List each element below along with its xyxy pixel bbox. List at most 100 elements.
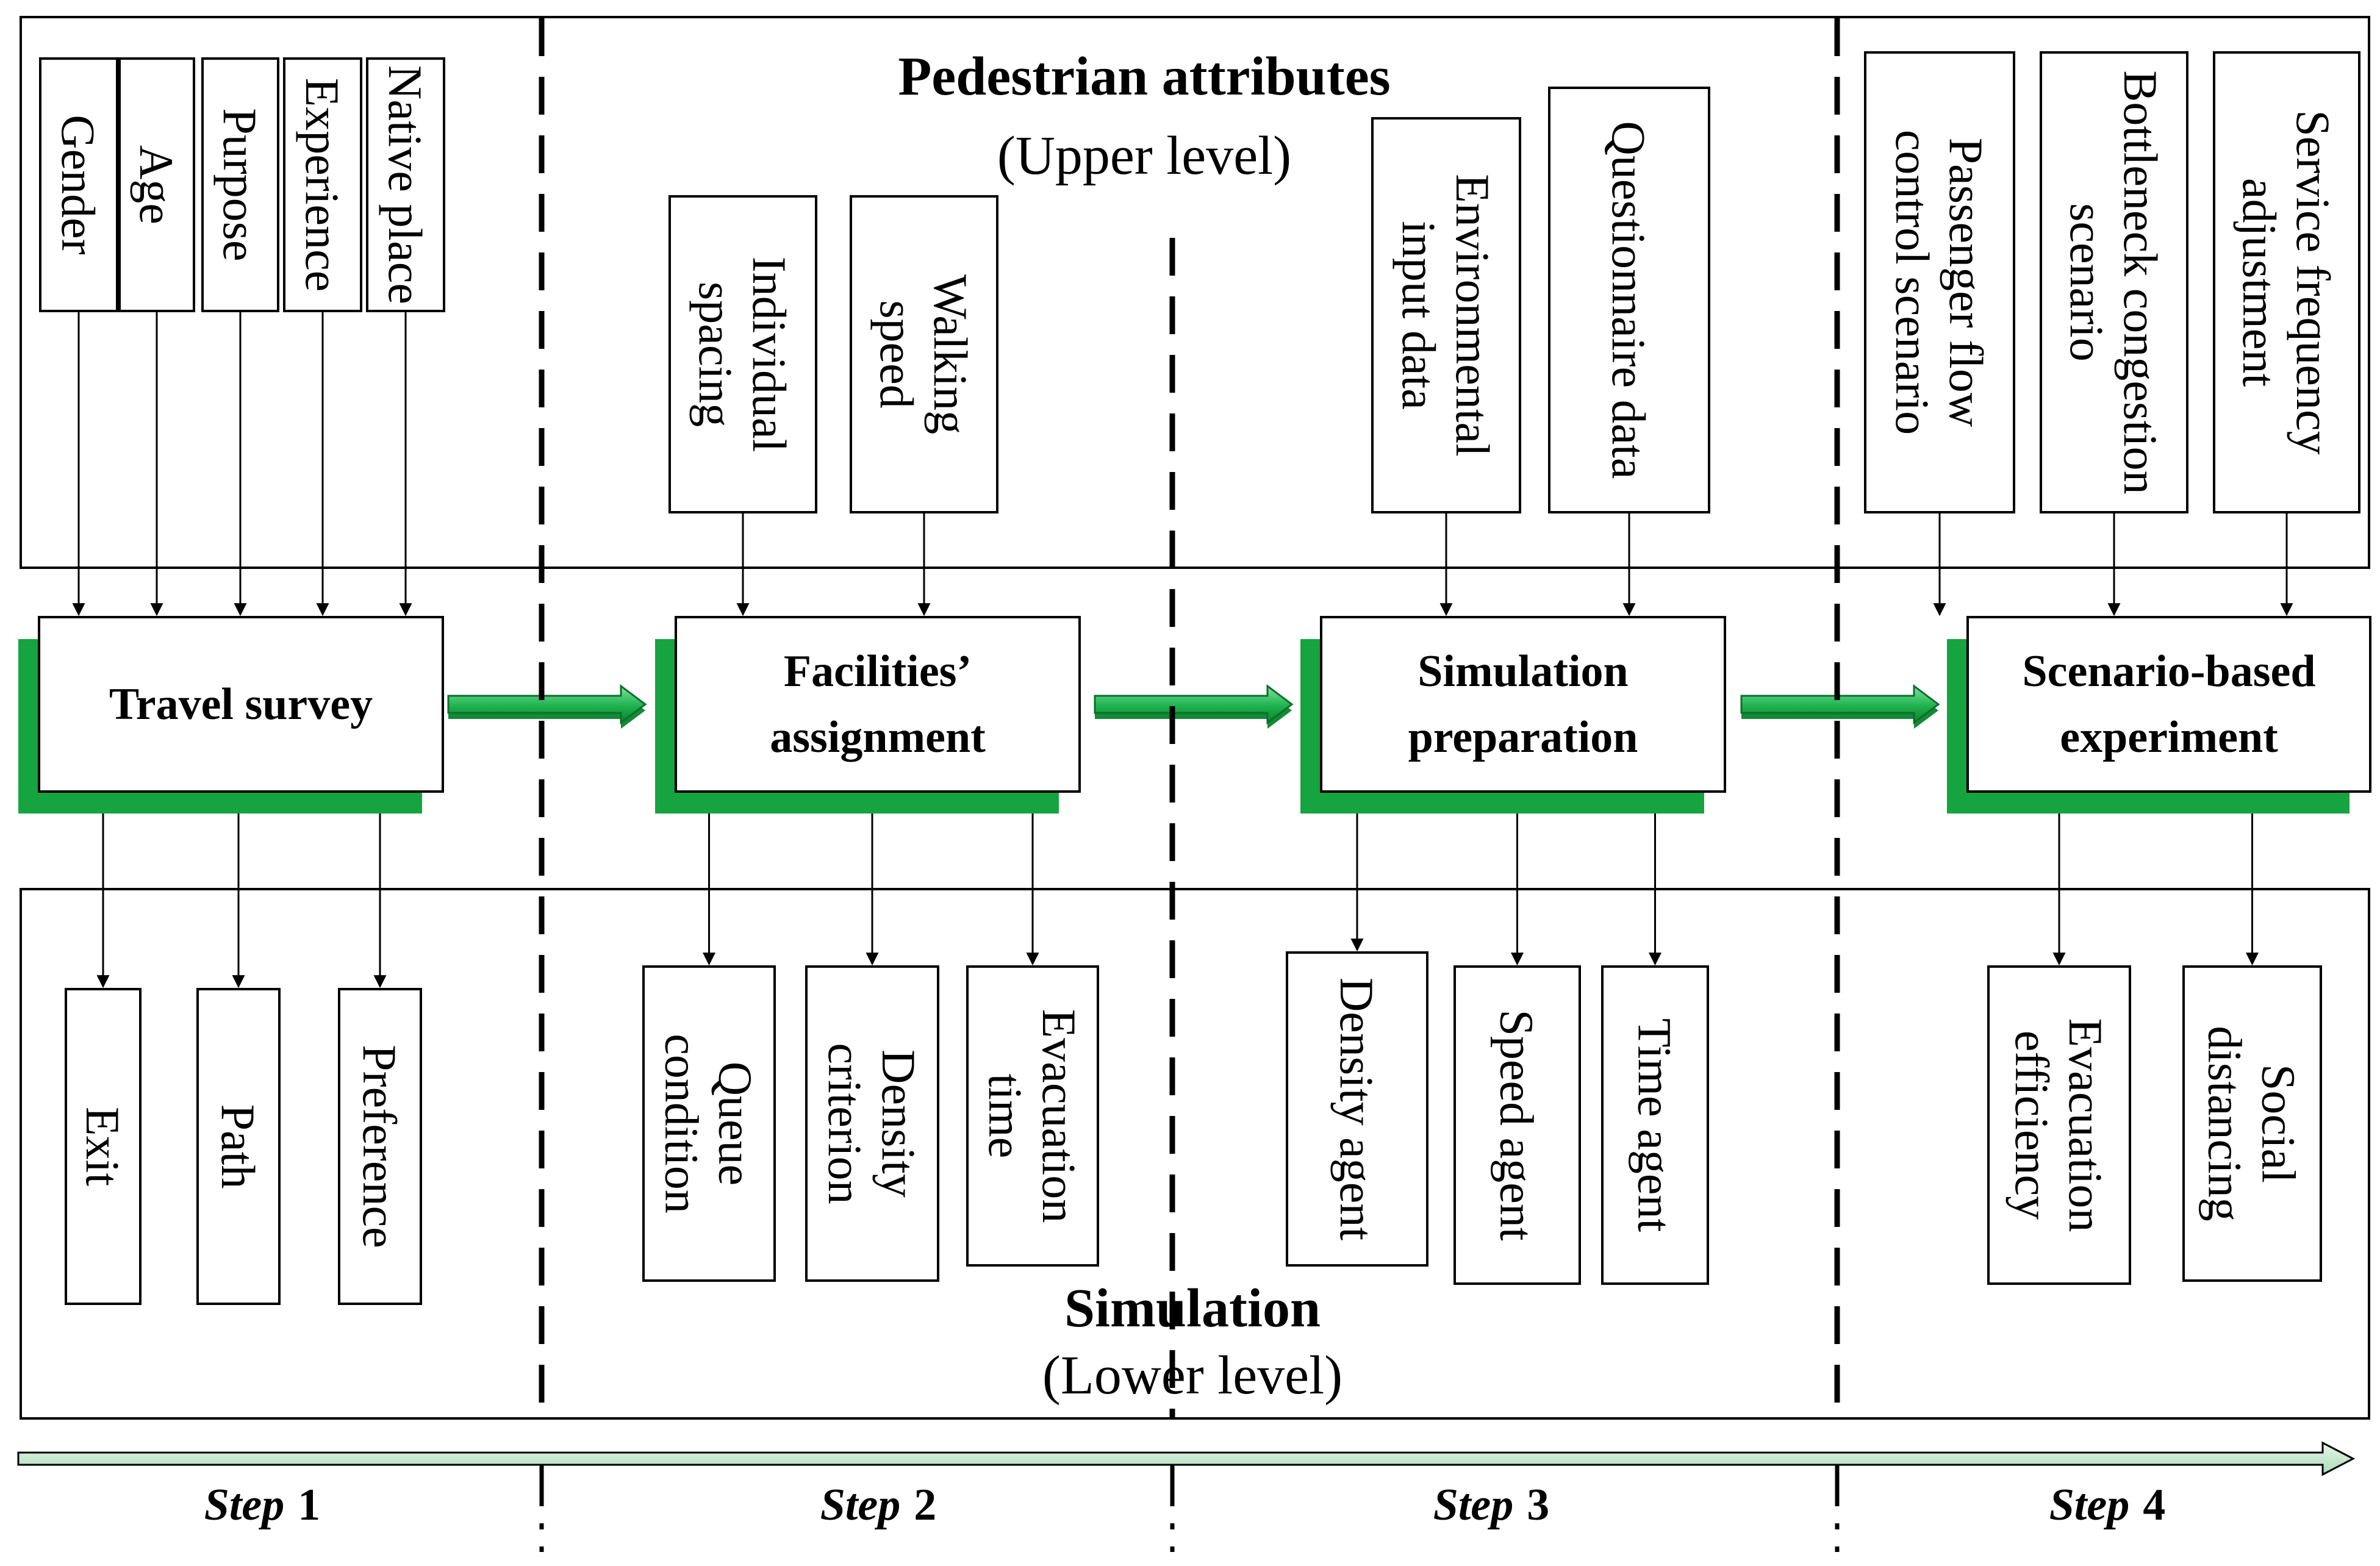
experience-label: Experience: [296, 78, 349, 292]
questionnaire-data-label: Questionnaire data: [1603, 121, 1656, 479]
evacuation-efficiency-label: Evacuationefficiency: [2006, 1018, 2113, 1232]
environmental-input-label-line: Environmental: [1447, 174, 1500, 457]
individual-spacing-box: Individualspacing: [668, 195, 817, 513]
step-4-word: Step: [2049, 1480, 2130, 1530]
individual-spacing-label-line: Individual: [744, 257, 797, 452]
density-criterion-label: Densitycriterion: [819, 1043, 926, 1204]
evacuation-time-box: Evacuationtime: [966, 965, 1099, 1267]
passenger-flow-label-line: Passenger flow: [1940, 138, 1993, 427]
bottleneck-congestion-label: Bottleneck congestionscenario: [2061, 70, 2168, 494]
path-box: Path: [196, 988, 281, 1305]
age-label-line: Age: [131, 145, 184, 224]
age-box: Age: [118, 57, 195, 312]
evacuation-efficiency-label-line: efficiency: [2006, 1031, 2059, 1220]
step-3-number: 3: [1527, 1480, 1549, 1530]
experience-box: Experience: [283, 57, 362, 312]
preference-label: Preference: [354, 1045, 407, 1248]
travel-survey-label: Travel survey: [109, 679, 373, 729]
bottleneck-congestion-label-line: Bottleneck congestion: [2115, 70, 2168, 494]
scenario-based-experiment-label: Scenario-based experiment: [2023, 646, 2316, 762]
exit-label-line: Exit: [77, 1107, 130, 1186]
evacuation-efficiency-box: Evacuationefficiency: [1987, 965, 2131, 1285]
facilities-assignment-label-line: Facilities’: [784, 646, 972, 696]
walking-speed-label-line: speed: [871, 300, 924, 409]
service-frequency-label-line: adjustment: [2234, 178, 2287, 387]
step-1-number: 1: [298, 1480, 320, 1530]
queue-condition-box: Queuecondition: [642, 965, 776, 1282]
path-label-line: Path: [212, 1104, 265, 1189]
social-distancing-label: Socialdistancing: [2199, 1026, 2306, 1221]
step-1-word: Step: [204, 1480, 285, 1530]
density-agent-box: Density agent: [1286, 951, 1428, 1267]
exit-box: Exit: [65, 988, 142, 1305]
scenario-based-experiment-label-line: experiment: [2060, 712, 2278, 762]
social-distancing-label-line: distancing: [2199, 1026, 2252, 1221]
speed-agent-box: Speed agent: [1453, 965, 1581, 1285]
evacuation-time-label-line: time: [980, 1074, 1033, 1159]
step-2-label: Step 2: [820, 1480, 937, 1530]
purpose-label: Purpose: [214, 108, 267, 261]
timeline-arrow: [17, 1441, 2356, 1476]
purpose-label-line: Purpose: [214, 108, 267, 261]
walking-speed-box: Walkingspeed: [850, 195, 998, 513]
lower-panel-subtitle: (Lower level): [1042, 1345, 1342, 1406]
environmental-input-label-line: input data: [1393, 221, 1446, 410]
environmental-input-box: Environmentalinput data: [1371, 117, 1521, 513]
step-2-word: Step: [820, 1480, 901, 1530]
travel-survey-label-line: Travel survey: [109, 679, 373, 729]
flow-arrow-3: [1740, 684, 1940, 724]
service-frequency-label: Service frequencyadjustment: [2234, 110, 2340, 454]
scenario-based-experiment-process: Scenario-based experiment: [1947, 616, 2371, 813]
upper-panel-title: Pedestrian attributes: [898, 46, 1390, 107]
service-frequency-label-line: Service frequency: [2287, 110, 2340, 454]
native-place-label-line: Native place: [379, 65, 432, 304]
preference-box: Preference: [338, 988, 422, 1305]
exit-label: Exit: [77, 1107, 130, 1186]
evacuation-time-label-line: Evacuation: [1033, 1009, 1086, 1223]
upper-level-panel: [20, 16, 2370, 569]
facilities-assignment-label-line: assignment: [770, 712, 986, 762]
density-agent-label-line: Density agent: [1331, 978, 1384, 1240]
step-1-label: Step 1: [204, 1480, 321, 1530]
step-2-number: 2: [914, 1480, 936, 1530]
gender-label: Gender: [52, 115, 106, 255]
native-place-box: Native place: [366, 57, 445, 312]
flow-arrow-2: [1094, 684, 1294, 724]
walking-speed-label: Walkingspeed: [871, 274, 978, 434]
flow-arrow-1: [447, 684, 647, 724]
facilities-assignment-label: Facilities’ assignment: [770, 646, 986, 762]
queue-condition-label-line: Queue: [709, 1062, 762, 1186]
simulation-preparation-label-line: Simulation: [1418, 646, 1628, 696]
density-criterion-box: Densitycriterion: [805, 965, 939, 1282]
density-agent-label: Density agent: [1331, 978, 1384, 1240]
passenger-flow-label-line: control scenario: [1887, 130, 1940, 435]
speed-agent-label-line: Speed agent: [1491, 1009, 1544, 1240]
individual-spacing-label-line: spacing: [690, 282, 743, 427]
native-place-label: Native place: [379, 65, 432, 304]
passenger-flow-box: Passenger flowcontrol scenario: [1864, 51, 2015, 513]
scenario-based-experiment-label-line: Scenario-based: [2023, 646, 2316, 696]
queue-condition-label: Queuecondition: [656, 1034, 762, 1214]
individual-spacing-label: Individualspacing: [690, 257, 797, 452]
bottleneck-congestion-label-line: scenario: [2061, 203, 2114, 362]
time-agent-label: Time agent: [1629, 1018, 1682, 1232]
step-4-label: Step 4: [2049, 1480, 2166, 1530]
density-criterion-label-line: criterion: [819, 1043, 872, 1204]
purpose-box: Purpose: [201, 57, 279, 312]
passenger-flow-label: Passenger flowcontrol scenario: [1887, 130, 1993, 435]
bottleneck-congestion-box: Bottleneck congestionscenario: [2040, 51, 2188, 513]
social-distancing-box: Socialdistancing: [2182, 965, 2322, 1282]
step-4-number: 4: [2143, 1480, 2165, 1530]
evacuation-time-label: Evacuationtime: [980, 1009, 1086, 1223]
preference-label-line: Preference: [354, 1045, 407, 1248]
experience-label-line: Experience: [296, 78, 349, 292]
upper-panel-subtitle: (Upper level): [997, 126, 1291, 186]
gender-label-line: Gender: [52, 115, 106, 255]
facilities-assignment-process: Facilities’ assignment: [655, 616, 1081, 813]
time-agent-box: Time agent: [1601, 965, 1709, 1285]
step-3-word: Step: [1433, 1480, 1514, 1530]
step-3-label: Step 3: [1433, 1480, 1550, 1530]
